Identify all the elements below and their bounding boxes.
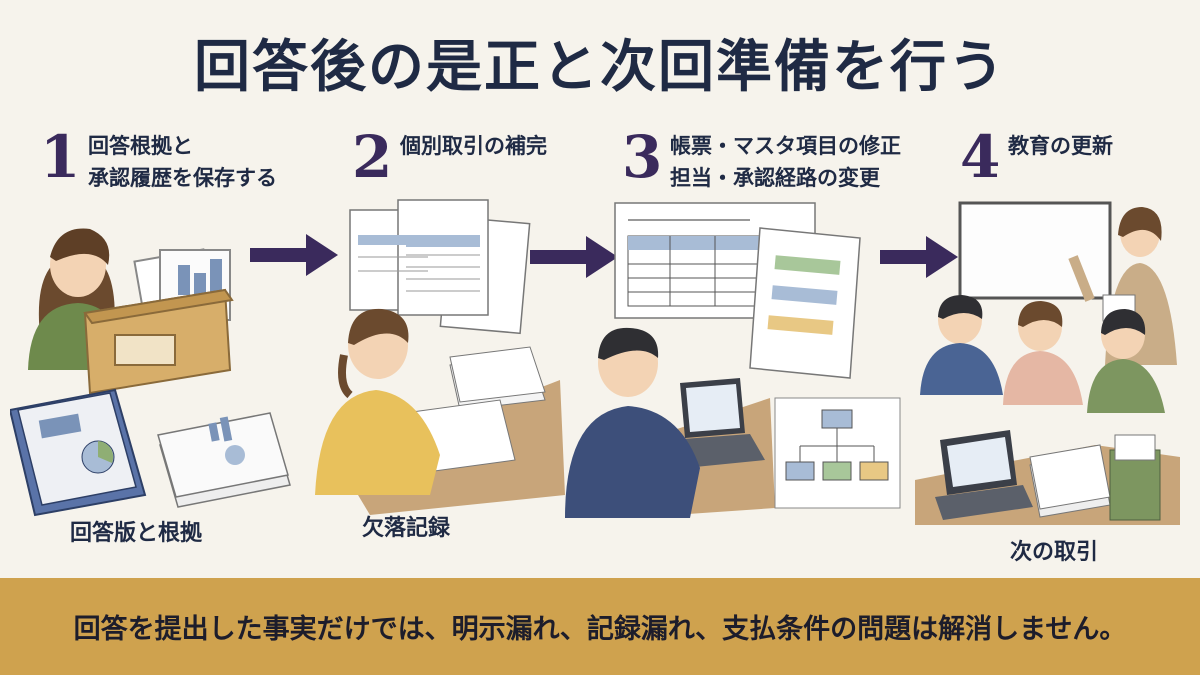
step-4-label-line1: 教育の更新 (1008, 134, 1113, 158)
flowchart-icon (774, 397, 901, 509)
students-icon (920, 295, 1165, 413)
paper-stack-icon (449, 346, 546, 411)
illustration-training (915, 201, 1180, 525)
footer-banner: 回答を提出した事実だけでは、明示漏れ、記録漏れ、支払条件の問題は解消しません。 (0, 578, 1200, 675)
step-1-number: 1 (40, 123, 81, 191)
illustration-documents (315, 199, 565, 515)
caption-1: 回答版と根拠 (70, 521, 203, 546)
step-2: 2 個別取引の補完 (352, 128, 592, 198)
step-2-number: 2 (352, 123, 393, 191)
step-3-label-line1: 帳票・マスタ項目の修正 (670, 134, 901, 158)
step-4-number: 4 (960, 123, 1001, 191)
footer-message: 回答を提出した事実だけでは、明示漏れ、記録漏れ、支払条件の問題は解消しません。 (73, 614, 1127, 645)
step-1-label-line1: 回答根拠と (88, 134, 193, 158)
paper-stack-icon (1029, 444, 1111, 518)
illustration-archive (10, 228, 291, 517)
person-icon (315, 308, 440, 495)
file-box-icon (1109, 434, 1161, 521)
person-icon (565, 327, 700, 518)
document-icon (349, 199, 531, 335)
step-3-label: 帳票・マスタ項目の修正 担当・承認経路の変更 (670, 130, 901, 194)
arrow-right-icon (530, 236, 618, 278)
step-4: 4 教育の更新 (960, 128, 1180, 198)
archive-box-icon (83, 248, 234, 395)
illustration-forms (565, 202, 901, 518)
caption-4: 次の取引 (1010, 540, 1099, 565)
step-3-number: 3 (622, 123, 663, 191)
step-3: 3 帳票・マスタ項目の修正 担当・承認経路の変更 (622, 128, 922, 198)
step-4-label: 教育の更新 (1008, 130, 1113, 162)
arrow-right-icon (250, 234, 338, 276)
step-1: 1 回答根拠と 承認履歴を保存する (40, 128, 300, 198)
page-title: 回答後の是正と次回準備を行う (194, 35, 1006, 100)
step-3-label-line2: 担当・承認経路の変更 (670, 166, 880, 190)
laptop-icon (935, 430, 1033, 520)
caption-2: 欠落記録 (362, 516, 451, 541)
step-1-label-line2: 承認履歴を保存する (88, 166, 277, 190)
arrow-right-icon (880, 236, 958, 278)
step-2-label: 個別取引の補完 (400, 130, 547, 162)
binder-icon (10, 388, 147, 517)
paper-stack-icon (157, 412, 291, 508)
step-2-label-line1: 個別取引の補完 (400, 134, 547, 158)
step-1-label: 回答根拠と 承認履歴を保存する (88, 130, 277, 194)
master-sheet-icon (749, 227, 861, 379)
